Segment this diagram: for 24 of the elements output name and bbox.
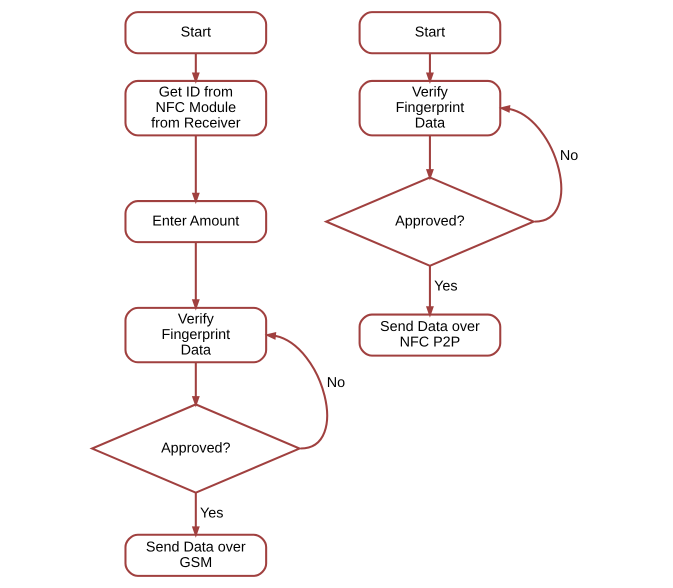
arrow <box>425 136 434 180</box>
edge-label: Yes <box>200 506 223 522</box>
arrow <box>191 492 200 538</box>
node-box: Get ID from NFC Module from Receiver <box>124 80 267 136</box>
node-box: Enter Amount <box>124 200 267 244</box>
arrow <box>191 362 200 408</box>
node-box: Verify Fingerprint Data <box>124 306 267 364</box>
node-diamond: Approved? <box>88 403 302 494</box>
edge-label: No <box>559 148 578 164</box>
node-box: Start <box>124 11 267 54</box>
edge-label: Yes <box>434 278 458 295</box>
arrow <box>498 105 562 223</box>
node-box: Start <box>358 11 501 54</box>
arrow <box>425 53 434 84</box>
arrow <box>191 242 200 311</box>
node-box: Send Data over GSM <box>124 534 267 577</box>
arrow <box>191 53 200 84</box>
arrow <box>191 136 200 204</box>
node-box: Send Data over NFC P2P <box>358 314 501 357</box>
edge-label: No <box>326 375 345 392</box>
node-diamond: Approved? <box>323 176 536 267</box>
node-box: Verify Fingerprint Data <box>358 80 501 136</box>
arrow <box>425 266 434 318</box>
arrow <box>264 332 328 450</box>
